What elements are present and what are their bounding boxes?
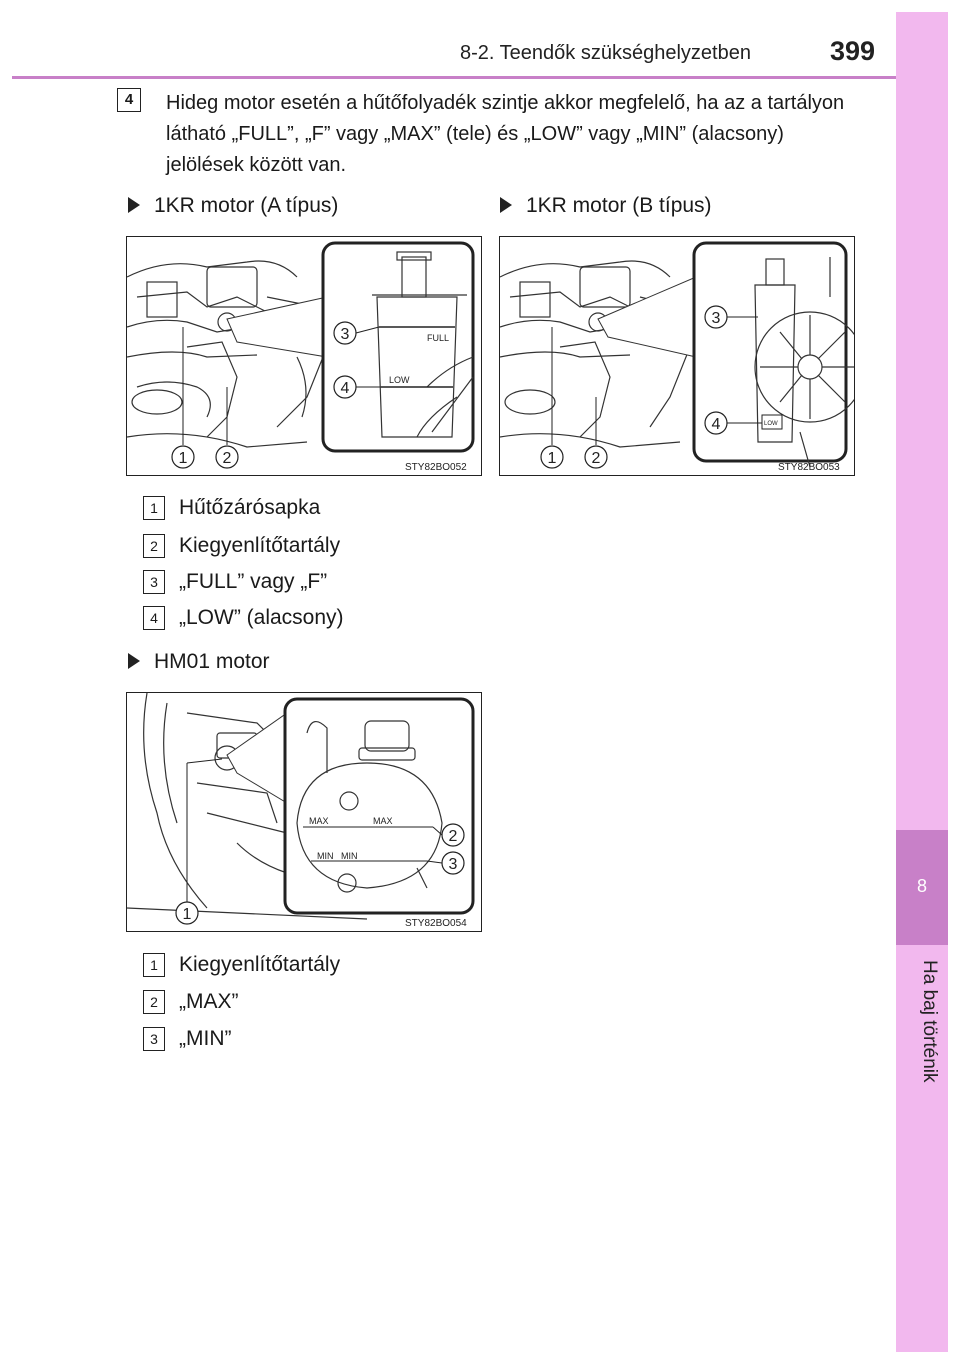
legend-item: 2 „MAX” [143,990,443,1018]
figure-a-code: STY82BO052 [405,462,467,473]
chapter-title: Ha baj történik [919,960,940,1083]
callout-3-marker [704,305,728,329]
callout-2-marker [215,445,239,469]
callout-2-marker [441,823,465,847]
triangle-bullet-icon [128,197,140,213]
legend-item: 3 „MIN” [143,1027,443,1055]
chapter-sidebar [896,12,948,1352]
triangle-bullet-icon [128,653,140,669]
min-mark-label-left: MIN [317,851,334,861]
callout-1-label: 1 [179,450,188,467]
full-mark-label: FULL [427,333,449,343]
low-mark-label: LOW [389,375,410,385]
legend-text: „MAX” [179,990,239,1013]
callout-1-marker [540,445,564,469]
legend-item: 1 Hűtőzárósapka [143,496,443,524]
callout-3-marker [333,321,357,345]
legend-number: 4 [143,606,165,630]
header-divider [12,76,896,79]
figure-b-illustration: LOW 3 4 1 2 STY82BO053 [499,236,855,476]
figure-c-illustration: MAX MAX MIN MIN 2 3 1 STY82BO054 [126,692,482,932]
legend-text: „MIN” [179,1027,232,1050]
figure-a-heading: 1KR motor (A típus) [128,194,338,218]
chapter-number: 8 [916,876,927,896]
legend-item: 4 „LOW” (alacsony) [143,606,443,634]
figure-c-code: STY82BO054 [405,918,467,929]
callout-2-label: 2 [592,450,601,467]
legend-number: 2 [143,990,165,1014]
figure-a-illustration: FULL LOW 3 4 1 2 STY82BO052 [126,236,482,476]
legend-item: 2 Kiegyenlítőtartály [143,534,443,562]
figure-b-code: STY82BO053 [778,462,840,473]
legend-text: „FULL” vagy „F” [179,570,328,593]
triangle-bullet-icon [500,197,512,213]
callout-4-label: 4 [341,380,350,397]
legend-number: 1 [143,496,165,520]
max-mark-label-left: MAX [309,816,329,826]
section-title: 8-2. Teendők szükséghelyzetben [460,42,751,64]
legend-item: 3 „FULL” vagy „F” [143,570,443,598]
legend-number: 2 [143,534,165,558]
callout-1-label: 1 [183,906,192,923]
figure-c-heading: HM01 motor [128,650,270,674]
step-text: Hideg motor esetén a hűtőfolyadék szintj… [166,92,845,176]
chapter-tab[interactable] [896,830,948,945]
callout-1-label: 1 [548,450,557,467]
legend-text: Kiegyenlítőtartály [179,534,341,557]
figure-a-heading-text: 1KR motor (A típus) [154,194,339,217]
low-mark-label: LOW [764,421,778,427]
page-number: 399 [830,36,876,66]
step-number-badge: 4 [117,88,141,112]
figure-c-heading-text: HM01 motor [154,650,270,673]
legend-number: 1 [143,953,165,977]
callout-2-label: 2 [223,450,232,467]
figure-b-heading: 1KR motor (B típus) [500,194,712,218]
callout-3-label: 3 [341,326,350,343]
callout-2-marker [584,445,608,469]
callout-1-marker [171,445,195,469]
legend-number: 3 [143,570,165,594]
callout-3-label: 3 [712,310,721,327]
legend-text: Kiegyenlítőtartály [179,953,341,976]
callout-2-label: 2 [449,828,458,845]
callout-4-marker [704,411,728,435]
callout-4-label: 4 [712,416,721,433]
callout-4-marker [333,375,357,399]
callout-1-marker [175,901,199,925]
min-mark-label-right: MIN [341,851,358,861]
figure-b-heading-text: 1KR motor (B típus) [526,194,712,217]
max-mark-label-right: MAX [373,816,393,826]
legend-text: Hűtőzárósapka [179,496,321,519]
callout-3-label: 3 [449,856,458,873]
callout-3-marker [441,851,465,875]
legend-item: 1 Kiegyenlítőtartály [143,953,443,981]
legend-text: „LOW” (alacsony) [179,606,344,629]
legend-number: 3 [143,1027,165,1051]
